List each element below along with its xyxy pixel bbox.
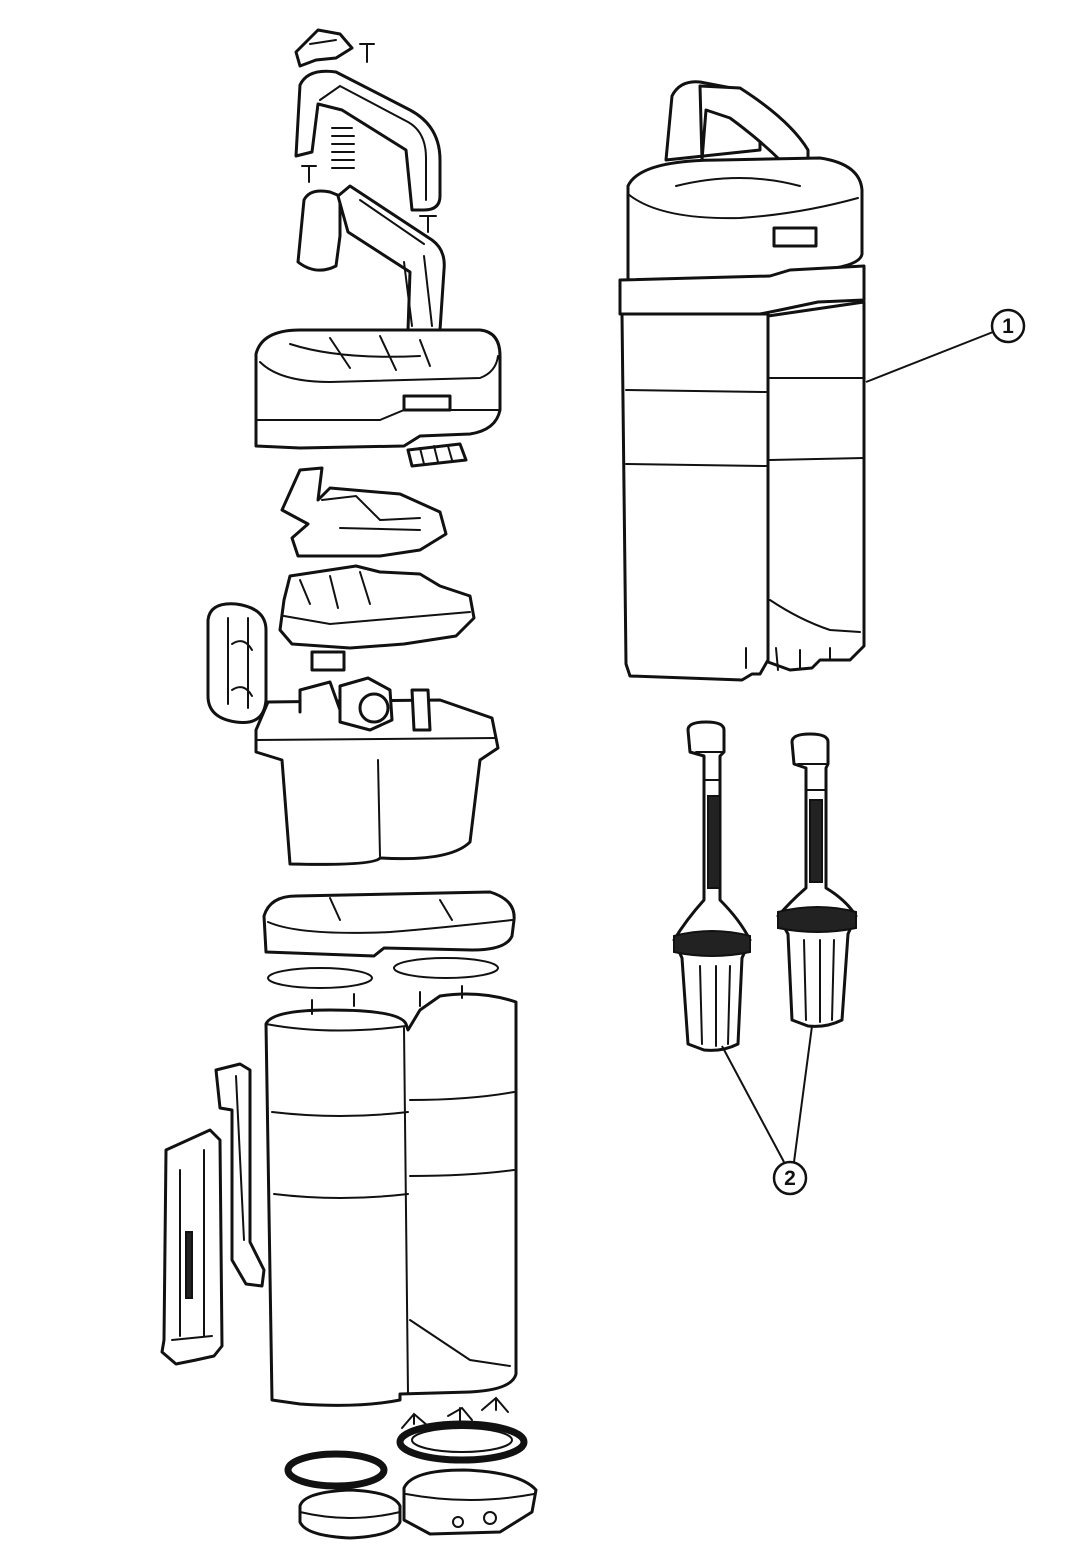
screw	[301, 165, 317, 183]
bin-handle	[214, 1062, 266, 1288]
callout-1: 1	[865, 308, 1026, 383]
bottom-door-left	[298, 1488, 402, 1540]
handle-base	[296, 184, 446, 332]
release-lever	[160, 1128, 224, 1366]
carry-handle	[294, 69, 442, 212]
bottom-clip	[401, 1412, 429, 1429]
bottom-door-right	[402, 1468, 538, 1536]
bottom-clip	[481, 1396, 509, 1413]
assembled-dirt-bin	[618, 80, 866, 682]
bottom-seal-right	[396, 1420, 528, 1464]
dirt-bin	[264, 985, 518, 1407]
screw	[359, 43, 375, 63]
filter-right	[776, 732, 858, 1028]
exploded-view	[160, 28, 538, 1540]
filter-left	[672, 720, 752, 1052]
filter-cap	[280, 466, 448, 558]
cyclone-top	[278, 564, 476, 672]
side-bracket	[206, 602, 268, 725]
gasket-left	[267, 967, 373, 989]
lid-latch	[406, 442, 468, 468]
gasket-right	[393, 957, 499, 979]
cyclone-body	[254, 676, 500, 866]
screw	[419, 215, 437, 233]
callout-1-label: 1	[1002, 315, 1014, 338]
top-lid	[254, 328, 502, 450]
handle-clip	[294, 28, 354, 68]
bin-lid	[262, 890, 516, 958]
callout-2: 2	[721, 1025, 813, 1196]
callout-2-label: 2	[784, 1167, 796, 1190]
bottom-seal-left	[284, 1450, 388, 1490]
